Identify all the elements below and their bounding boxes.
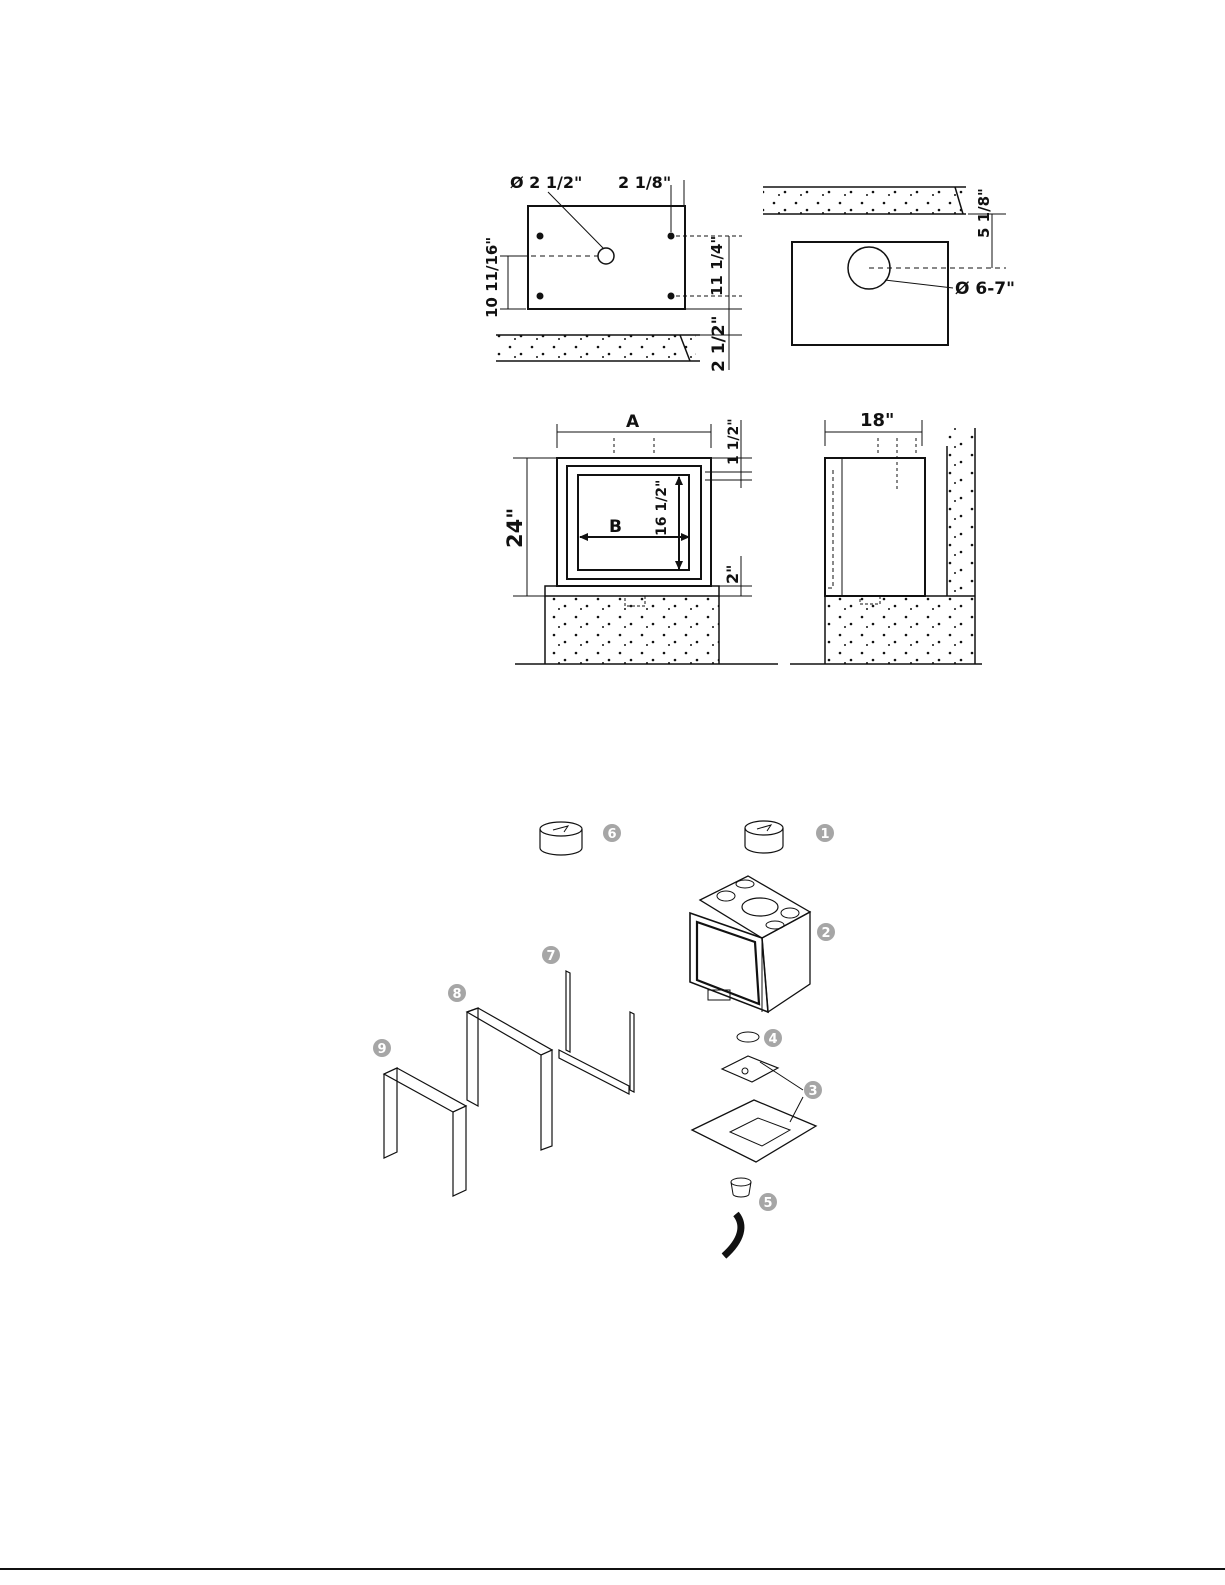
vent-diameter-label: Ø 2 1/2" — [510, 173, 582, 192]
part-7-number: 7 — [546, 949, 555, 964]
gasket-part-4 — [737, 1032, 759, 1042]
surround-part-9 — [384, 1068, 466, 1196]
collar-part-6 — [540, 822, 582, 855]
left-height-label: 10 11/16" — [483, 237, 501, 318]
flue-offset-label: 5 1/8" — [975, 188, 993, 238]
exploded-parts-view: 6 1 2 4 — [373, 821, 835, 1256]
part-2-number: 2 — [821, 926, 830, 941]
flue-diameter-label: Ø 6-7" — [955, 279, 1015, 299]
flue-plate-view: 5 1/8" Ø 6-7" — [763, 187, 1015, 345]
part-8-number: 8 — [452, 987, 461, 1002]
floor-gap-label: 2 1/2" — [709, 316, 729, 372]
part-4-number: 4 — [768, 1032, 777, 1047]
part-5-number: 5 — [763, 1196, 772, 1211]
height-total-label: 24" — [503, 508, 527, 548]
page-footer-rule — [0, 1568, 1225, 1570]
hole-offset-label: 2 1/8" — [618, 173, 671, 192]
base-gap-label: 2" — [723, 565, 742, 584]
vent-hole — [598, 248, 614, 264]
glass-height-label: 16 1/2" — [654, 480, 670, 536]
part-9-number: 9 — [377, 1042, 386, 1057]
adapter-part-5 — [724, 1178, 751, 1256]
part-6-number: 6 — [607, 827, 616, 842]
firebox-part-2 — [690, 876, 810, 1012]
surround-part-8 — [467, 1008, 552, 1150]
front-elevation-view: A B 16 1/2" 24" 1 1/2" 2" — [503, 412, 778, 664]
collar-part-1 — [745, 821, 783, 853]
width-a-label: A — [626, 412, 640, 432]
vent-plate-view: Ø 2 1/2" 2 1/8" 10 11/16" 11 1/4" 2 1/2" — [483, 173, 742, 372]
hole-spacing-label: 11 1/4" — [708, 236, 726, 296]
depth-label: 18" — [860, 410, 894, 431]
part-1-number: 1 — [820, 827, 829, 842]
width-b-label: B — [609, 517, 622, 537]
top-gap-label: 1 1/2" — [726, 418, 742, 465]
frame-part-7 — [559, 971, 634, 1094]
side-elevation-view: 18" — [790, 410, 982, 664]
part-3-number: 3 — [808, 1084, 817, 1099]
plate-part-3 — [692, 1056, 816, 1162]
